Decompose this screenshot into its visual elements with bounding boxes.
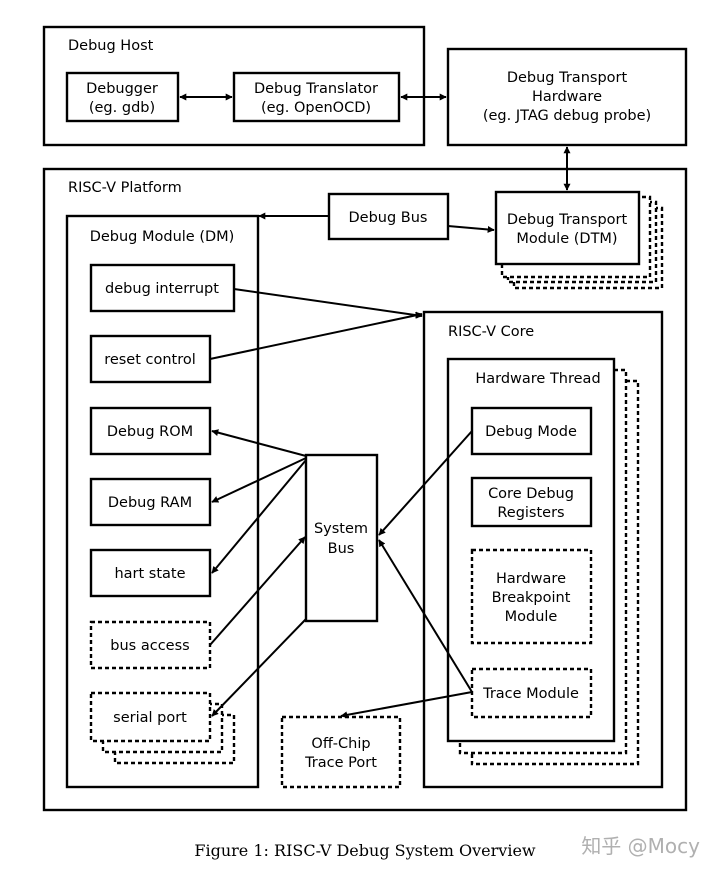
debugbus-dtm-arrow: [447, 225, 495, 233]
debugger-label: Debugger: [86, 81, 158, 97]
reset-control-box: reset control: [89, 334, 212, 384]
system-bus-label-1: System: [314, 521, 368, 537]
debug-interrupt-box: debug interrupt: [89, 263, 236, 313]
debugmode-bus-arrow: [378, 430, 473, 536]
transport-hw-line3: (eg. JTAG debug probe): [483, 108, 651, 124]
system-bus-box: System Bus: [304, 453, 379, 623]
debug-ram-label: Debug RAM: [108, 495, 192, 511]
platform-title: RISC-V Platform: [68, 180, 182, 196]
debug-ram-box: Debug RAM: [89, 477, 212, 527]
hardware-breakpoint-box: Hardware Breakpoint Module: [470, 548, 593, 645]
transport-hardware-box: Debug Transport Hardware (eg. JTAG debug…: [446, 47, 688, 147]
debugger-box: Debugger (eg. gdb): [65, 71, 180, 123]
breakpoint-label-1: Hardware: [496, 571, 566, 587]
off-chip-label-2: Trace Port: [304, 755, 377, 771]
bus-rom-arrow: [211, 429, 307, 457]
breakpoint-label-3: Module: [505, 609, 558, 625]
debug-rom-box: Debug ROM: [89, 406, 212, 456]
transport-hw-line1: Debug Transport: [507, 70, 628, 86]
trace-module-label: Trace Module: [482, 686, 579, 702]
debug-mode-label: Debug Mode: [485, 424, 577, 440]
watermark-text: 知乎 @Mocy: [581, 834, 700, 858]
hardware-thread-title: Hardware Thread: [475, 371, 600, 387]
dtm-label-2: Module (DTM): [516, 231, 617, 247]
bus-hart-arrow: [211, 459, 307, 574]
debug-bus-box: Debug Bus: [327, 192, 450, 241]
dtm-box: Debug Transport Module (DTM): [494, 190, 641, 266]
system-bus-label-2: Bus: [328, 541, 355, 557]
transport-hw-line2: Hardware: [532, 89, 602, 105]
debug-bus-label: Debug Bus: [349, 210, 428, 226]
core-debug-registers-box: Core Debug Registers: [470, 476, 593, 528]
debug-translator-box: Debug Translator (eg. OpenOCD): [232, 71, 401, 123]
debugger-sublabel: (eg. gdb): [89, 100, 155, 116]
bus-ram-arrow: [211, 457, 307, 503]
figure-caption: Figure 1: RISC-V Debug System Overview: [194, 841, 536, 860]
core-regs-label-1: Core Debug: [488, 486, 574, 502]
translator-label: Debug Translator: [254, 81, 378, 97]
off-chip-trace-port-box: Off-Chip Trace Port: [280, 715, 402, 789]
trace-offchip-arrow: [340, 691, 473, 719]
debug-mode-box: Debug Mode: [470, 406, 593, 456]
trace-bus-arrow: [378, 539, 473, 693]
hart-state-label: hart state: [114, 566, 185, 582]
debug-module-title: Debug Module (DM): [90, 229, 235, 245]
dtm-label-1: Debug Transport: [507, 212, 628, 228]
serial-port-label: serial port: [113, 710, 187, 726]
reset-core-arrow: [209, 311, 423, 360]
translator-sublabel: (eg. OpenOCD): [261, 100, 371, 116]
reset-control-label: reset control: [104, 352, 196, 368]
hart-state-box: hart state: [89, 548, 212, 598]
trace-module-box: Trace Module: [470, 667, 593, 719]
bus-access-box: bus access: [89, 620, 212, 670]
riscv-core-title: RISC-V Core: [448, 324, 534, 340]
serial-port-box: serial port: [89, 691, 212, 743]
bus-serial-arrow: [211, 618, 307, 717]
busaccess-bus-arrow: [209, 536, 306, 646]
debug-host-title: Debug Host: [68, 38, 154, 54]
debug-rom-label: Debug ROM: [107, 424, 193, 440]
debug-interrupt-label: debug interrupt: [105, 281, 219, 297]
core-regs-label-2: Registers: [497, 505, 564, 521]
bus-access-label: bus access: [110, 638, 189, 654]
off-chip-label-1: Off-Chip: [311, 736, 370, 752]
breakpoint-label-2: Breakpoint: [492, 590, 571, 606]
interrupt-core-arrow: [233, 288, 423, 319]
